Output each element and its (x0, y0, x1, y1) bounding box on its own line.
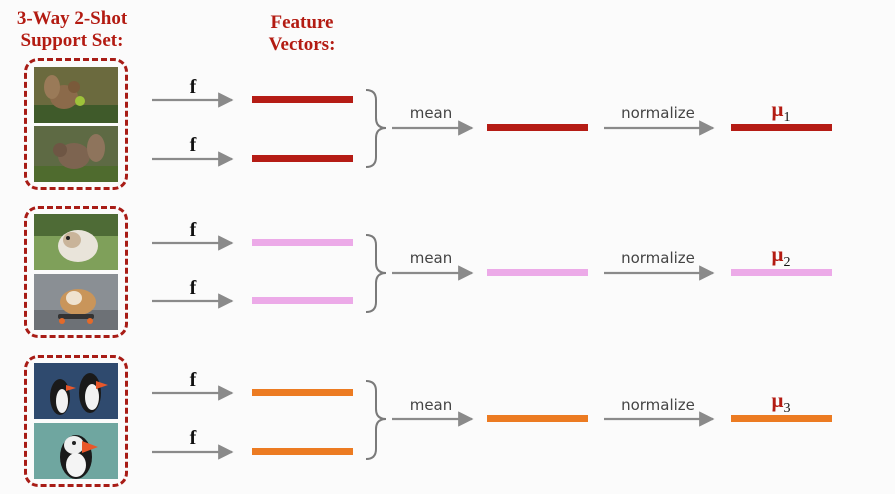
bulldog-photo (34, 274, 118, 330)
prototype-vector-bar (731, 415, 832, 422)
feature-vector-bar (252, 389, 353, 396)
feature-vector-bar (252, 155, 353, 162)
mean-label: mean (409, 249, 453, 267)
support-group-squirrel (24, 58, 128, 190)
bracket (365, 89, 387, 168)
mean-vector-bar (487, 269, 588, 276)
prototype-mu-label: μ3 (771, 388, 791, 417)
f-label: f (189, 369, 197, 391)
bracket (365, 380, 387, 460)
support-group-bulldog (24, 206, 128, 338)
f-label: f (189, 76, 197, 98)
feature-vectors-heading: Feature Vectors: (268, 12, 336, 55)
normalize-label: normalize (621, 249, 695, 267)
squirrel-photo (34, 67, 118, 123)
prototype-mu-label: μ2 (771, 242, 791, 271)
f-label: f (189, 427, 197, 449)
puffin-photo (34, 363, 118, 419)
support-group-puffin (24, 355, 128, 487)
support-set-heading: 3-Way 2-Shot Support Set: (16, 8, 128, 51)
prototype-vector-bar (731, 269, 832, 276)
mean-label: mean (409, 104, 453, 122)
prototype-vector-bar (731, 124, 832, 131)
prototype-mu-label: μ1 (771, 97, 791, 126)
feature-vector-bar (252, 239, 353, 246)
puffin-photo (34, 423, 118, 479)
normalize-label: normalize (621, 396, 695, 414)
feature-vector-bar (252, 297, 353, 304)
mean-vector-bar (487, 415, 588, 422)
f-label: f (189, 277, 197, 299)
squirrel-photo (34, 126, 118, 182)
f-label: f (189, 134, 197, 156)
normalize-label: normalize (621, 104, 695, 122)
bracket (365, 234, 387, 313)
mean-label: mean (409, 396, 453, 414)
feature-vector-bar (252, 96, 353, 103)
bulldog-photo (34, 214, 118, 270)
f-label: f (189, 219, 197, 241)
feature-vector-bar (252, 448, 353, 455)
mean-vector-bar (487, 124, 588, 131)
